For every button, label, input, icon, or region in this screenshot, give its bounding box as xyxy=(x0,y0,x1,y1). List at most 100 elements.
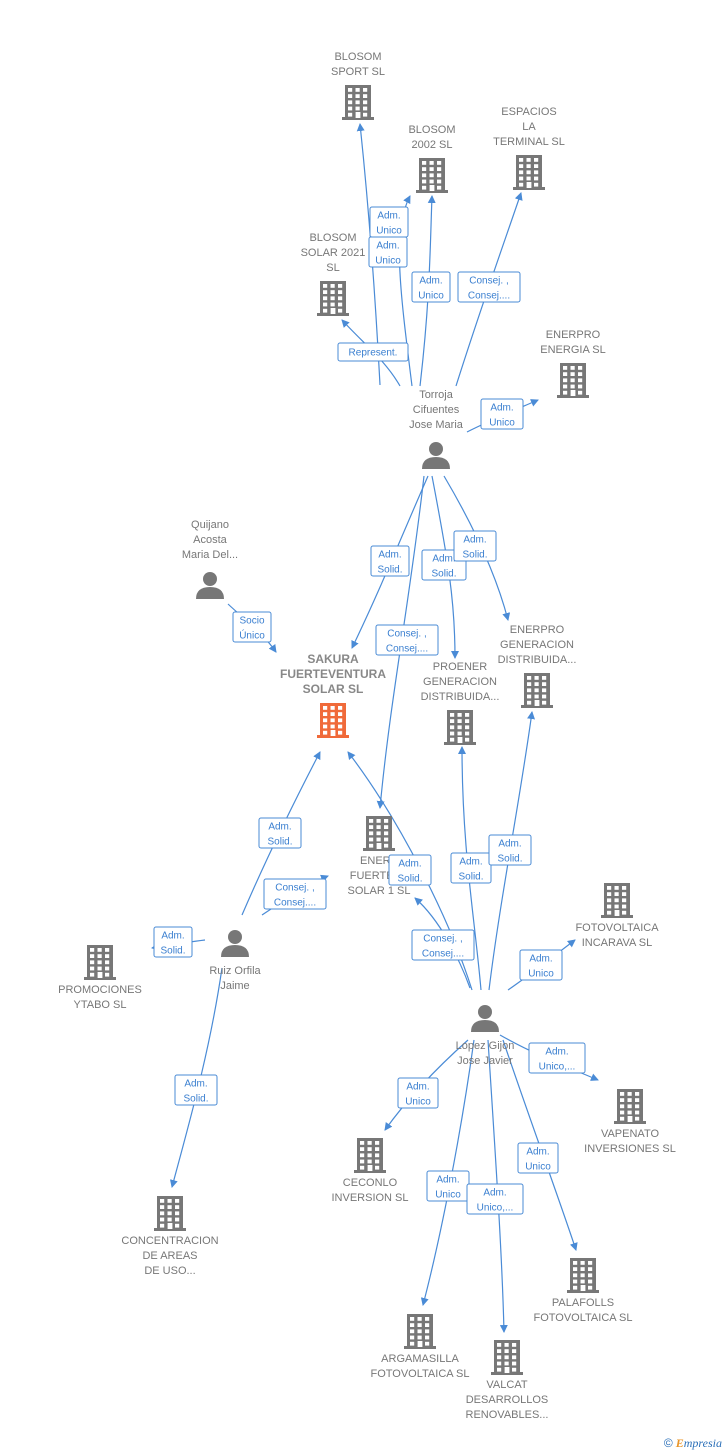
edge-label-box[interactable]: Consej. ,Consej.... xyxy=(375,624,439,656)
node-enerpro-gen[interactable]: ENERPROGENERACIONDISTRIBUIDA... xyxy=(498,624,577,708)
edge-label-text: Consej.... xyxy=(274,898,316,909)
node-label-line: DE USO... xyxy=(144,1265,195,1277)
node-label-line: ESPACIOS xyxy=(501,106,556,118)
edge-label-text: Solid. xyxy=(462,550,487,561)
edge-label-box[interactable]: Adm.Unico xyxy=(411,271,451,303)
edge-label-box[interactable]: Adm. Solid. xyxy=(450,852,492,884)
copyright-icon: © xyxy=(663,1436,673,1450)
edge-label-text: Unico xyxy=(525,1162,551,1173)
edge-label-box[interactable]: Adm.Solid. xyxy=(370,545,410,577)
node-label-line: BLOSOM xyxy=(334,51,381,63)
node-label-line: Torroja xyxy=(419,389,454,401)
edge-label-box[interactable]: Adm.Unico xyxy=(517,1142,559,1174)
node-espacios[interactable]: ESPACIOS LA TERMINAL SL xyxy=(493,106,565,190)
edge-label-text: Adm. xyxy=(459,857,482,868)
node-label-line: GENERACION xyxy=(423,676,497,688)
node-label-line: Jose Javier xyxy=(457,1055,513,1067)
edge-label-text: Adm. xyxy=(398,859,421,870)
node-label-line: DISTRIBUIDA... xyxy=(421,691,500,703)
edge-label-box[interactable]: Adm. Unico xyxy=(369,206,409,238)
node-label-line: ARGAMASILLA xyxy=(381,1353,459,1365)
person-icon xyxy=(196,572,224,599)
edge-label-text: Adm. xyxy=(498,839,521,850)
edge-label-text: Consej.... xyxy=(422,949,464,960)
node-label-line: CECONLO xyxy=(343,1177,398,1189)
node-label-line: Lopez Gijon xyxy=(456,1040,515,1052)
empresia-logo[interactable]: © Empresia xyxy=(663,1436,722,1450)
edge-label-box[interactable]: Represent. xyxy=(337,342,409,362)
edge-label-text: Adm. xyxy=(436,1175,459,1186)
node-label-line: LA xyxy=(522,121,536,133)
node-label-line: 2002 SL xyxy=(412,139,453,151)
edge-label-text: Solid. xyxy=(397,874,422,885)
node-label-line: SOLAR 2021 xyxy=(301,247,366,259)
edge-label-box[interactable]: Adm. Solid. xyxy=(388,854,432,886)
node-label-line: VALCAT xyxy=(486,1379,527,1391)
edge-label-box[interactable]: Consej. , Consej.... xyxy=(263,878,327,910)
edge-label-text: Adm. xyxy=(377,211,400,222)
edge-label-text: Consej.... xyxy=(386,644,428,655)
edge-label-box[interactable]: Adm.Solid. xyxy=(153,926,193,958)
main-company-icon xyxy=(317,703,349,738)
node-label-line: Jaime xyxy=(220,980,249,992)
node-label-line: TERMINAL SL xyxy=(493,136,565,148)
edge-label-box[interactable]: Adm.Unico xyxy=(368,236,408,268)
node-label-line: PALAFOLLS xyxy=(552,1297,614,1309)
node-label-line: DESARROLLOS xyxy=(466,1394,549,1406)
edge-label-text: Único xyxy=(239,629,265,642)
node-label-line: YTABO SL xyxy=(74,999,127,1011)
edge-label-box[interactable]: Adm.Unico xyxy=(480,398,524,430)
edge-label-text: Solid. xyxy=(431,569,456,580)
edge-label-text: Consej. , xyxy=(275,883,314,894)
node-proener[interactable]: PROENERGENERACIONDISTRIBUIDA... xyxy=(421,661,500,745)
node-valcat[interactable]: VALCATDESARROLLOSRENOVABLES... xyxy=(466,1340,549,1421)
edge-label-box[interactable]: Consej. ,Consej.... xyxy=(411,929,475,961)
edge-label-text: Solid. xyxy=(160,946,185,957)
edge-label-text: Adm. xyxy=(483,1188,506,1199)
building-icon xyxy=(491,1340,523,1375)
edge-label-text: Unico xyxy=(435,1190,461,1201)
node-label-line: Acosta xyxy=(193,534,228,546)
edge-label-box[interactable]: Adm.Solid. xyxy=(453,530,497,562)
edge-label-text: Solid. xyxy=(458,872,483,883)
node-label-line: GENERACION xyxy=(500,639,574,651)
edge-label-text: Adm. xyxy=(432,554,455,565)
building-icon xyxy=(513,155,545,190)
edge-label-box[interactable]: Adm.Solid. xyxy=(258,817,302,849)
edge-label-box[interactable]: Adm.Solid. xyxy=(174,1074,218,1106)
building-icon xyxy=(154,1196,186,1231)
edge-label-box[interactable]: Adm. Unico xyxy=(426,1170,470,1202)
building-icon xyxy=(567,1258,599,1293)
edge-label-box[interactable]: Adm.Unico xyxy=(397,1077,439,1109)
edge-label-text: Unico xyxy=(376,226,402,237)
edge-label-text: Unico,... xyxy=(477,1203,514,1214)
edge-label-box[interactable]: Adm.Unico xyxy=(519,949,563,981)
edge-label-box[interactable]: Adm.Solid. xyxy=(488,834,532,866)
edge-label-box[interactable]: Adm. Unico,... xyxy=(466,1183,524,1215)
edge-label-box[interactable]: Consej. ,Consej.... xyxy=(457,271,521,303)
node-label-line: VAPENATO xyxy=(601,1128,660,1140)
edge-label-text: Adm. xyxy=(419,276,442,287)
node-label-line: ENERPRO xyxy=(546,329,601,341)
building-icon xyxy=(557,363,589,398)
edge-label-box[interactable]: Adm.Unico,... xyxy=(528,1042,586,1074)
node-label-line: DE AREAS xyxy=(142,1250,197,1262)
